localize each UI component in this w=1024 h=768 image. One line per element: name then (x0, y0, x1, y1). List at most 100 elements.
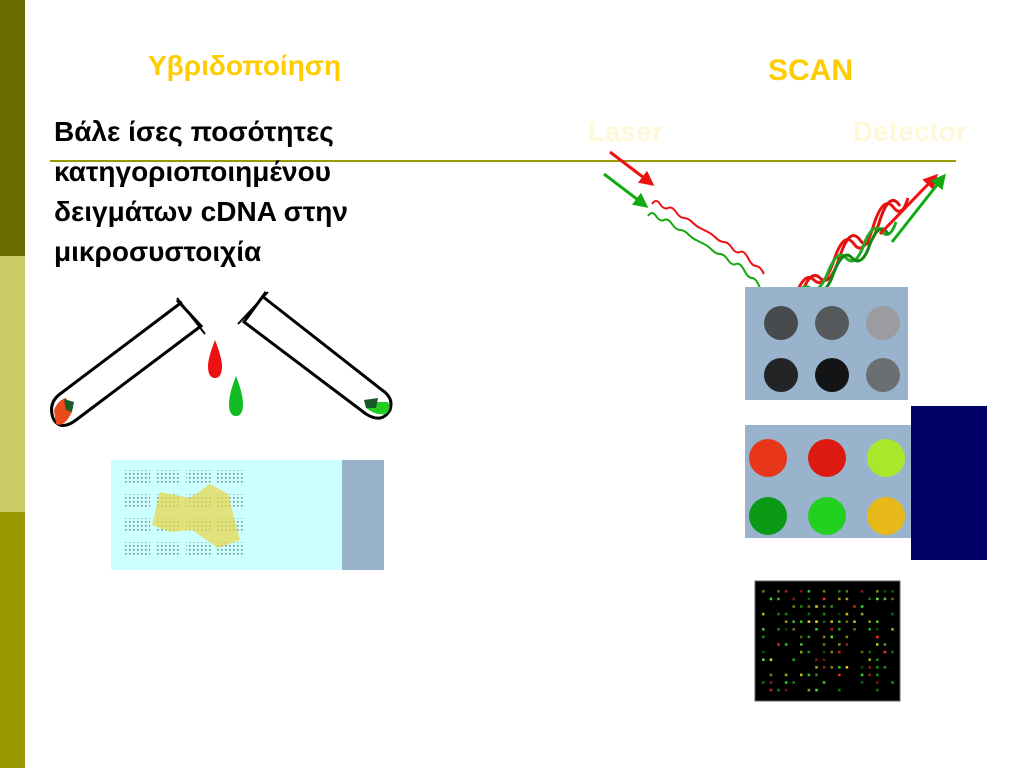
scan-spot (784, 673, 788, 677)
sidebar-strip-middle (0, 256, 25, 512)
scan-spot (845, 666, 849, 669)
scan-spot (883, 643, 887, 646)
divider-line (50, 160, 956, 162)
green-drop-icon (229, 376, 243, 416)
scan-spot (830, 605, 833, 608)
incoming-red-wave (651, 200, 765, 275)
scan-spot (838, 620, 841, 623)
scan-spot (777, 612, 780, 616)
well-spot (866, 306, 900, 340)
well-spot (764, 306, 798, 340)
scan-spot (815, 666, 818, 669)
test-tube-left (50, 297, 206, 427)
scan-spot (762, 635, 765, 639)
scan-spot (822, 658, 826, 661)
incoming-green-wave (647, 212, 769, 299)
scan-spot (876, 666, 879, 669)
scan-spot (784, 688, 788, 692)
scan-spot (800, 635, 803, 639)
scan-spot (838, 643, 841, 646)
scan-spot (860, 605, 864, 608)
scan-spot (868, 628, 871, 631)
scan-spot (762, 612, 765, 616)
scan-spot (868, 673, 871, 677)
scan-spot (838, 688, 841, 692)
scan-spot (853, 628, 856, 631)
scan-spot (853, 620, 856, 623)
scan-spot (845, 597, 849, 601)
scan-spot (784, 643, 788, 646)
scan-spot (876, 681, 879, 684)
greyscale-well-plate (745, 287, 908, 400)
scan-spot (876, 643, 879, 646)
scan-spot (784, 590, 788, 593)
microarray-slide (111, 460, 384, 570)
well-spot (808, 497, 846, 535)
hybridization-title: Υβριδοποίηση (148, 50, 342, 81)
well-spot (867, 497, 905, 535)
scan-spot (868, 597, 871, 601)
scan-spot (777, 628, 780, 631)
scan-spot (876, 673, 879, 677)
scan-spot (838, 650, 841, 654)
well-spot (764, 358, 798, 392)
scan-spot (830, 635, 833, 639)
scan-spot (845, 612, 849, 616)
scan-spot (762, 650, 765, 654)
scan-spot (807, 612, 811, 616)
scan-spot (891, 650, 894, 654)
scan-spot (792, 658, 795, 661)
well-spot (866, 358, 900, 392)
well-spot (749, 497, 787, 535)
scan-spot (815, 628, 818, 631)
scan-spot (876, 658, 879, 661)
sidebar-strip-top (0, 0, 25, 256)
well-spot (749, 439, 787, 477)
scan-spot (838, 666, 841, 669)
scan-spot (777, 590, 780, 593)
scan-spot (769, 673, 773, 677)
scan-spot (762, 590, 765, 593)
scan-spot (769, 688, 773, 692)
scan-spot (792, 620, 795, 623)
scan-spot (792, 597, 795, 601)
scan-spot (784, 628, 788, 631)
laser-red-arrow (609, 150, 655, 186)
scan-spot (845, 590, 849, 593)
scan-spot (876, 590, 879, 593)
scan-title: SCAN (768, 54, 854, 87)
scan-spot (777, 643, 780, 646)
scan-spot (807, 620, 811, 623)
laser-green-arrow (603, 172, 649, 208)
scan-spot (807, 650, 811, 654)
scan-spot (815, 620, 818, 623)
scan-spot (860, 650, 864, 654)
scan-spot (807, 590, 811, 593)
scan-spot (891, 628, 894, 631)
scan-spot (822, 612, 826, 616)
scan-spot (822, 666, 826, 669)
scan-spot (860, 681, 864, 684)
scan-spot (784, 681, 788, 684)
scan-spot (838, 612, 841, 616)
scan-spot (762, 628, 765, 631)
scan-spot (822, 590, 826, 593)
well-spot (815, 306, 849, 340)
scan-spot (807, 597, 811, 601)
scan-spot (860, 612, 864, 616)
well-spot (808, 439, 846, 477)
scan-spot (876, 635, 879, 639)
scan-spot (815, 688, 818, 692)
scan-spot (807, 635, 811, 639)
hybridization-instructions: Βάλε ίσες ποσότητες κατηγοριοποιημένου δ… (54, 116, 348, 267)
scan-spot (822, 597, 826, 601)
scan-spot (845, 635, 849, 639)
scan-spot (792, 605, 795, 608)
scan-spot (876, 688, 879, 692)
scan-spot (883, 650, 887, 654)
scan-spot (830, 628, 833, 631)
scan-spot (830, 620, 833, 623)
scan-spot (876, 620, 879, 623)
scan-spot (883, 597, 887, 601)
